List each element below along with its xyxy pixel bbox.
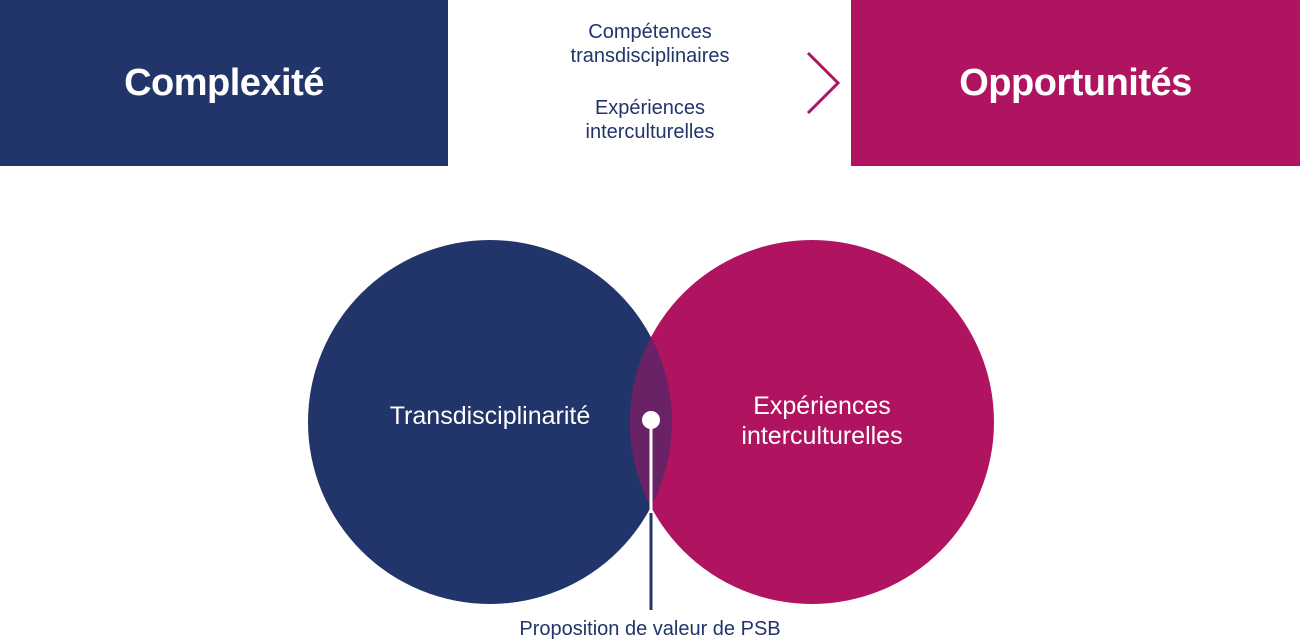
intersection-label: Proposition de valeur de PSB [519,618,781,640]
complexity-box: Complexité [0,0,448,166]
right-circle [630,240,994,604]
arrow-bottom-line-2: interculturelles [585,121,715,143]
left-circle [308,240,672,604]
complexity-title: Complexité [124,61,324,104]
arrow-bottom-label: Expériences interculturelles [450,96,850,144]
pointer-dot [642,411,660,429]
opportunities-title: Opportunités [959,61,1192,104]
left-circle-label: Transdisciplinarité [389,402,591,430]
right-circle-line-1: Expériences [753,392,891,420]
right-circle-label: Expériences interculturelles [672,391,972,451]
arrow-top-label: Compétences transdisciplinaires [450,20,850,68]
right-circle-line-2: interculturelles [741,422,903,450]
opportunities-box: Opportunités [851,0,1300,166]
arrow-top-line-2: transdisciplinaires [570,45,730,67]
arrow-icon [460,51,841,115]
arrow-bottom-line-1: Expériences [594,97,706,119]
arrow-top-line-1: Compétences [588,21,712,43]
